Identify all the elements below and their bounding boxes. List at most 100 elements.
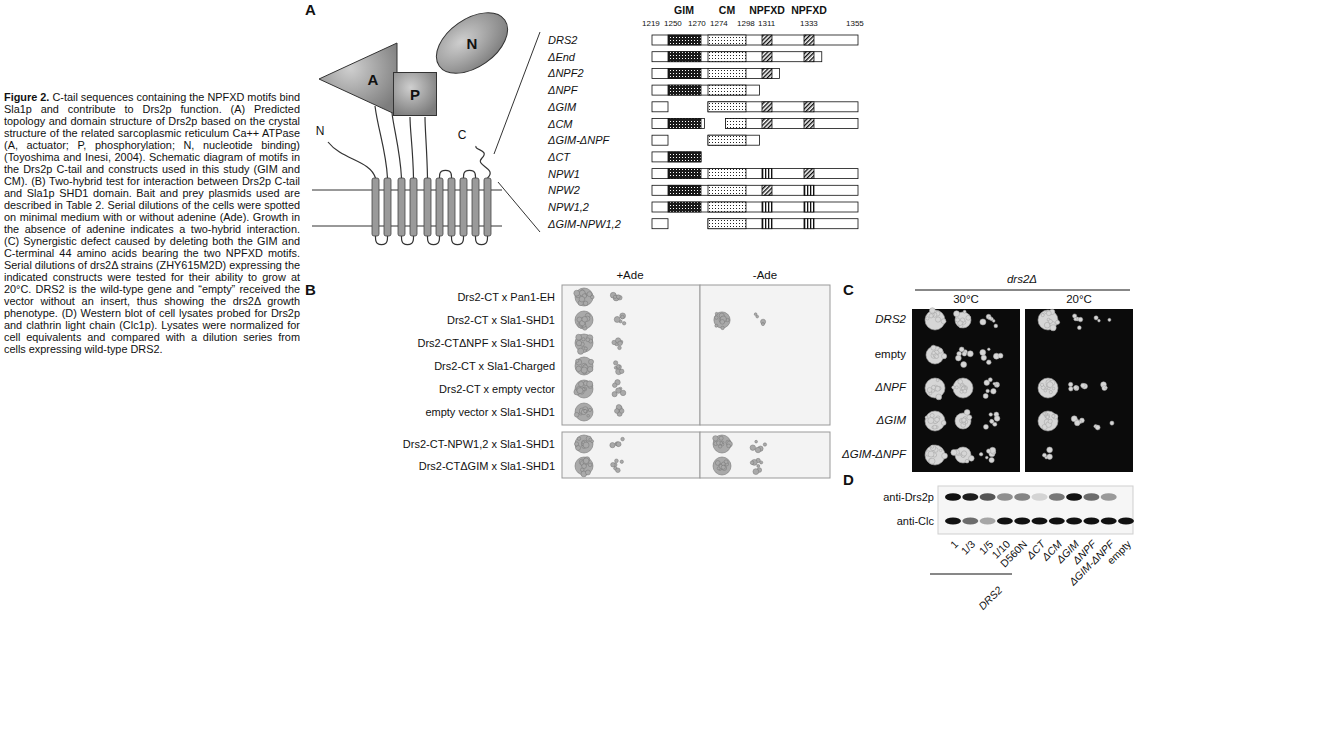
colony-dot [1048,419,1052,423]
colony-dot [715,312,718,315]
colony-dot [928,451,934,457]
colony-dot [1048,319,1052,323]
lane-label: 1 [948,538,961,551]
colony-dot [1108,318,1111,321]
row-label: Drs2-CT x Pan1-EH [457,291,555,304]
construct-name: ΔNPF2 [548,67,584,80]
npfxd-motif [804,35,814,45]
colony-dot [582,338,585,341]
colony-dot [962,352,966,356]
colony-dot [576,359,579,362]
colony-dot [574,290,580,296]
protein-band [1014,518,1030,525]
colony-dot [1047,454,1052,459]
colony-dot [576,366,581,371]
colony-dot [959,347,964,352]
colony-dot [1040,383,1043,386]
colony-dot [750,445,755,450]
construct-name: DRS2 [548,34,577,47]
row-label: Drs2-CT x Sla1-SHD1 [447,314,555,327]
colony-dot [980,319,986,325]
transmembrane-helix [424,178,431,236]
colony-dot [755,447,761,453]
c-tail-line [476,146,490,178]
gim-motif [668,119,701,129]
construct-bar [652,35,858,45]
cm-motif [708,169,746,179]
bar-segment [652,169,858,179]
temperature-label: 30°C [953,293,979,306]
residue-number: 1219 [642,19,660,28]
colony-dot [941,319,946,324]
colony-dot [1110,421,1114,425]
colony-dot [583,407,588,412]
colony-dot [616,365,620,369]
domain-letter: N [467,36,478,51]
bar-segment [652,119,705,129]
colony-dot [1041,313,1044,316]
row-label: empty [875,348,906,361]
colony-dot [1043,413,1046,416]
generated-art [372,35,1134,525]
colony-dot [952,386,955,389]
colony-dot [961,418,966,423]
protein-band [962,493,978,501]
colony-dot [1074,420,1080,426]
npfxd-motif [762,119,772,129]
stalk-line [425,117,428,178]
colony-dot [935,417,940,422]
colony-dot [928,418,934,424]
colony-dot [587,381,593,387]
colony-dot [955,318,959,322]
domain-shape [318,42,398,116]
colony-dot [942,453,948,459]
npfxd-motif [762,202,772,212]
colony-dot [577,388,583,394]
cm-motif [708,219,746,229]
colony-dot [983,393,988,398]
npfxd-motif [804,202,814,212]
row-label: Drs2-CTΔGIM x Sla1-SHD1 [419,460,555,473]
protein-band [1066,518,1082,525]
colony-dot [927,388,932,393]
colony-spot [1038,310,1058,330]
colony-dot [761,323,764,326]
plate-photo [562,285,700,425]
colony-dot [618,346,622,350]
protein-band [980,518,996,525]
construct-name: ΔEnd [548,50,575,63]
strain-label: drs2Δ [1007,273,1037,286]
blot-bands [945,493,1134,524]
colony-dot [1047,447,1053,453]
column-header: -Ade [753,269,777,282]
colony-dot [955,386,958,389]
plate-growth [925,308,1114,465]
colony-dot [988,378,992,382]
column-header: +Ade [616,269,643,282]
construct-bar [652,135,760,145]
colony-dot [931,445,934,448]
colony-dot [929,458,935,464]
bar-segment [708,102,858,112]
colony-dot [962,387,965,390]
colony-dot [753,469,759,475]
colony-dot [994,324,998,328]
colony-dot [935,317,940,322]
colony-dot [618,341,623,346]
protein-band [997,493,1013,501]
cm-motif [708,135,746,145]
colony-dot [951,449,957,455]
protein-band [945,518,961,525]
colony-dot [1068,382,1072,386]
row-label: ΔNPF [875,381,906,394]
colony-dot [586,436,591,441]
colony-dot [986,314,991,319]
npfxd-motif [804,185,814,195]
cm-motif [708,35,746,45]
construct-bar [652,185,858,195]
colony-dot [1105,386,1108,389]
helix-loops [376,170,488,244]
colony-dot [936,379,939,382]
colony-spot [1038,411,1058,431]
